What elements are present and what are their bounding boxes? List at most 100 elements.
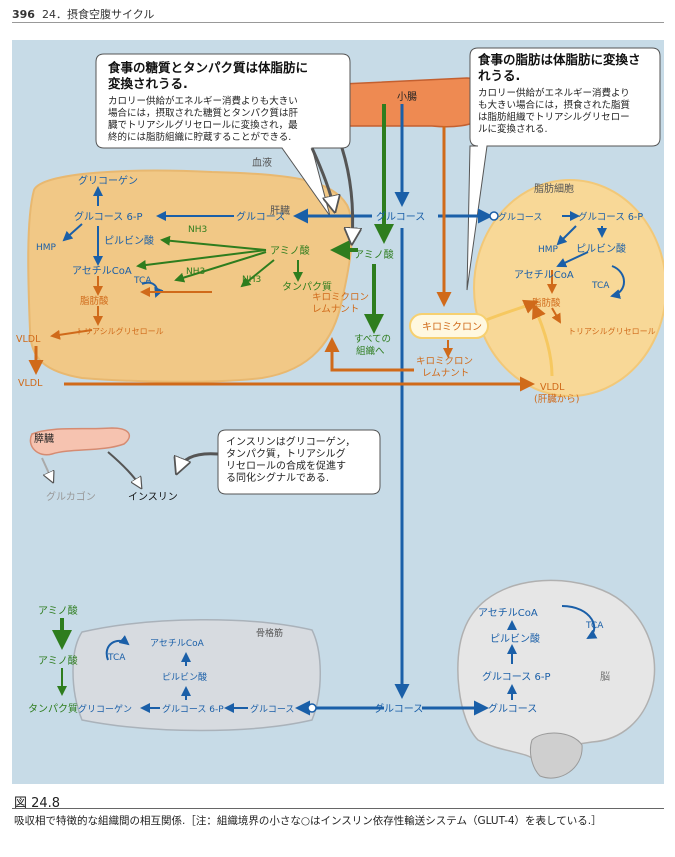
figure-caption: 吸収相で特徴的な組織間の相互関係.［注：組織境界の小さな○はインスリン依存性輸送… [14, 815, 602, 827]
node-amino-muscle-top: アミノ酸 [38, 604, 78, 617]
node-pyruvate-brain: ピルビン酸 [490, 632, 540, 645]
node-chylo-remnant-2: レムナント [422, 368, 469, 379]
carb-callout-line-3: 臓でトリアシルグリセロールに変換され，最 [108, 119, 298, 131]
arrow-adipose-fatty-tag [551, 307, 561, 324]
node-fatty-acid-adipose: 脂肪酸 [532, 297, 561, 309]
node-g6p-brain: グルコース 6-P [482, 670, 550, 683]
page-number: 396 [12, 8, 35, 21]
intestine-label: 小腸 [397, 91, 417, 103]
carb-callout-line-2: 場合には，摂取された糖質とタンパク質は肝 [108, 107, 299, 119]
carb-callout-line-1: カロリー供給がエネルギー消費よりも大きい [108, 95, 298, 107]
tca-cycle-liver [141, 281, 164, 298]
node-to-all-2: 組織へ [356, 345, 385, 357]
node-glycogen-liver: グリコーゲン [78, 174, 138, 187]
arrow-liver-amino-nh3 [240, 259, 275, 288]
node-tca-brain: TCA [585, 621, 604, 631]
pancreas-label: 膵臓 [34, 433, 54, 445]
arrow-adipose-pyr-acetyl [556, 251, 589, 268]
node-nh3-liver-2: NH3 [186, 267, 205, 277]
insulin-callout-arrow [178, 452, 219, 470]
adipose-label: 脂肪細胞 [534, 182, 574, 195]
node-glucose-brain: グルコース [488, 702, 537, 715]
muscle-label: 骨格筋 [256, 627, 283, 639]
node-acetylcoa-adipose: アセチルCoA [514, 269, 574, 281]
arrow-g6p-hmp [62, 223, 83, 242]
arrow-adipose-g6p-hmp [556, 225, 577, 246]
insulin-callout [217, 429, 381, 495]
node-tag-adipose: トリアシルグリセロール [568, 326, 656, 336]
node-acetylcoa-liver: アセチルCoA [72, 265, 132, 277]
chapter-title: 24．摂食空腹サイクル [41, 8, 155, 21]
fat-callout-line-1: カロリー供給がエネルギー消費より [478, 87, 630, 99]
muscle-shape [72, 619, 321, 732]
fat-callout-line-4: ルに変換される. [478, 123, 548, 135]
insulin-callout-line-4: る同化シグナルである. [226, 471, 329, 484]
node-g6p-adipose: グルコース 6-P [578, 211, 643, 223]
node-tca-liver: TCA [133, 276, 152, 286]
node-pyruvate-adipose: ピルビン酸 [576, 242, 626, 255]
node-insulin: インスリン [128, 492, 178, 503]
adipose-shape [473, 179, 664, 397]
node-glycogen-muscle: グリコーゲン [78, 703, 132, 715]
tca-cycle-adipose [610, 265, 625, 299]
arrow-pancreas-insulin [107, 451, 140, 486]
carb-callout-arrow-2 [340, 147, 353, 240]
carb-callout-title-2: 変換されうる. [108, 76, 188, 91]
insulin-callout-line-2: タンパク質，トリアシルグ [226, 447, 346, 460]
node-acetylcoa-muscle: アセチルCoA [150, 638, 205, 649]
arrow-liver-amino-acetyl [136, 249, 267, 270]
carb-callout [95, 53, 351, 217]
node-nh3-liver-1: NH3 [188, 225, 207, 235]
node-g6p-muscle: グルコース 6-P [162, 703, 224, 715]
node-acetylcoa-brain: アセチルCoA [478, 607, 538, 619]
node-vldl-liver: VLDL [16, 334, 41, 345]
tca-cycle-muscle [105, 635, 130, 661]
node-vldl-adipose: VLDL [540, 382, 565, 393]
pancreas-shape [29, 427, 131, 456]
node-hmp-liver: HMP [36, 243, 57, 253]
node-glucose-blood: グルコース [376, 210, 425, 223]
node-chylo-remnant-1: キロミクロン [416, 356, 473, 367]
caption-rule [12, 808, 664, 809]
header-rule [12, 22, 664, 23]
node-tag-liver: トリアシルグリセロール [76, 326, 164, 336]
carb-callout-line-4: 終的には脂肪組織に貯蔵することができる. [108, 131, 291, 143]
arrow-liver-amino-pyr [160, 235, 267, 251]
node-vldl-blood: VLDL [18, 378, 43, 389]
node-chylomicron: キロミクロン [422, 321, 482, 333]
page-header: 396 24．摂食空腹サイクル [12, 6, 154, 22]
node-nh3-liver-3: NH3 [242, 275, 261, 285]
carb-callout-arrow-1 [310, 147, 334, 208]
carb-callout-title-1: 食事の糖質とタンパク質は体脂肪に [107, 60, 308, 75]
node-glucagon: グルカゴン [46, 490, 96, 503]
figure-number: 図 24.8 [14, 796, 61, 811]
glut4-adipose [489, 211, 499, 221]
fat-callout-line-3: は脂肪組織でトリアシルグリセロー [478, 111, 630, 123]
node-fatty-acid-liver: 脂肪酸 [80, 295, 109, 307]
node-hmp-adipose: HMP [538, 245, 559, 255]
node-pyruvate-liver: ピルビン酸 [104, 234, 154, 247]
arrow-vldl-fat [532, 303, 554, 377]
arrow-pancreas-glucagon [41, 457, 52, 480]
fat-callout [466, 47, 661, 291]
node-pyruvate-muscle: ピルビン酸 [162, 672, 207, 683]
fat-callout-title-1: 食事の脂肪は体脂肪に変換さ [477, 52, 641, 67]
liver-label: 肝臓 [270, 205, 290, 217]
arrow-remnant-liver [324, 337, 414, 372]
node-glucose-blood-bottom: グルコース [374, 702, 423, 715]
fat-callout-title-2: れうる. [478, 68, 520, 83]
node-amino-blood: アミノ酸 [354, 248, 394, 261]
node-tca-adipose: TCA [591, 281, 610, 291]
insulin-callout-line-1: インスリンはグリコーゲン， [226, 435, 355, 448]
node-amino-liver: アミノ酸 [270, 244, 310, 257]
node-g6p-liver: グルコース 6-P [74, 210, 142, 223]
node-glucose-muscle: グルコース [250, 703, 294, 715]
node-chylo-remnant-liver-1: キロミクロン [312, 292, 369, 303]
node-glucose-liver: グルコース [236, 210, 285, 223]
glut4-muscle [307, 703, 317, 713]
tca-cycle-brain [561, 605, 598, 639]
fed-state-diagram: 食事の糖質とタンパク質は体脂肪に 変換されうる. カロリー供給がエネルギー消費よ… [12, 40, 664, 784]
insulin-callout-line-3: リセロールの合成を促進す [226, 459, 346, 472]
node-chylo-remnant-liver-2: レムナント [312, 304, 359, 315]
node-vldl-from-liver: (肝臓から) [534, 394, 579, 405]
